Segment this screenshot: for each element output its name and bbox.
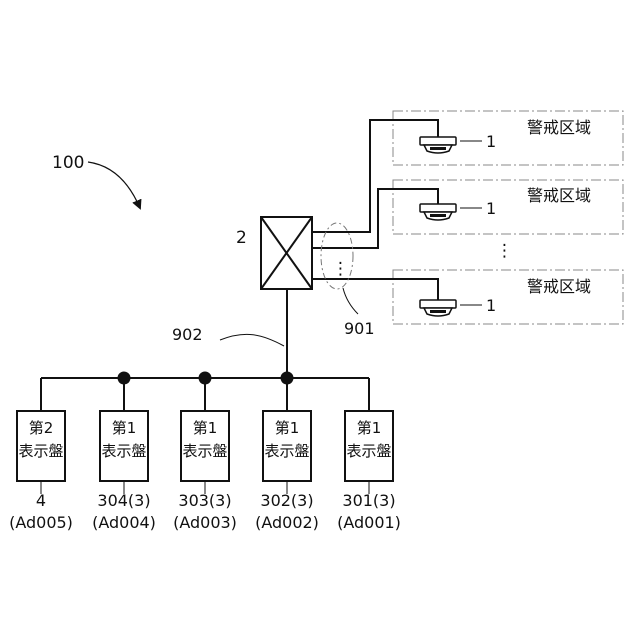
trunk-ref-label: 902 <box>172 325 203 344</box>
panel-line1: 第1 <box>112 419 137 437</box>
line-to-zone-2 <box>312 189 438 248</box>
panel-address-label: (Ad002) <box>255 513 319 532</box>
detector-3: 1 <box>420 296 496 316</box>
detector-1: 1 <box>420 132 496 153</box>
repeater-2 <box>261 217 312 289</box>
detector-body <box>420 137 456 145</box>
panel-address-label: (Ad001) <box>337 513 401 532</box>
panel-304: 第1 表示盤 304(3) (Ad004) <box>92 411 156 532</box>
panel-ref-label: 4 <box>36 491 46 510</box>
detector-body <box>420 204 456 212</box>
panel-ref-label: 303(3) <box>178 491 231 510</box>
panel-line2: 表示盤 <box>18 442 63 460</box>
panel-address-label: (Ad005) <box>9 513 73 532</box>
system-ref-arrow <box>88 162 140 208</box>
panel-301: 第1 表示盤 301(3) (Ad001) <box>337 411 401 532</box>
detector-ref-label: 1 <box>486 296 496 315</box>
panel-ref-label: 302(3) <box>260 491 313 510</box>
detector-2: 1 <box>420 199 496 220</box>
zones-ellipsis: ⋮ <box>496 241 513 261</box>
panel-line1: 第1 <box>357 419 382 437</box>
panel-4: 第2 表示盤 4 (Ad005) <box>9 411 73 532</box>
zone-label: 警戒区域 <box>527 118 591 137</box>
trunk-leader <box>220 334 284 346</box>
panel-line1: 第2 <box>29 419 54 437</box>
panel-line2: 表示盤 <box>101 442 146 460</box>
panel-address-label: (Ad003) <box>173 513 237 532</box>
bundle-ref-label: 901 <box>344 319 375 338</box>
panel-ref-label: 301(3) <box>342 491 395 510</box>
line-to-zone-3 <box>312 279 438 300</box>
detector-vent <box>430 147 446 150</box>
zone-label: 警戒区域 <box>527 186 591 205</box>
repeater-ref-label: 2 <box>236 228 247 248</box>
junction-dot <box>281 372 294 385</box>
panel-address-label: (Ad004) <box>92 513 156 532</box>
panel-line1: 第1 <box>193 419 218 437</box>
detector-vent <box>430 310 446 313</box>
detector-vent <box>430 214 446 217</box>
detector-ref-label: 1 <box>486 199 496 218</box>
panel-line1: 第1 <box>275 419 300 437</box>
panel-303: 第1 表示盤 303(3) (Ad003) <box>173 411 237 532</box>
bundle-leader <box>343 288 358 314</box>
panel-302: 第1 表示盤 302(3) (Ad002) <box>255 411 319 532</box>
detector-body <box>420 300 456 308</box>
system-ref-label: 100 <box>52 153 84 173</box>
panel-ref-label: 304(3) <box>97 491 150 510</box>
zone-label: 警戒区域 <box>527 277 591 296</box>
detector-ref-label: 1 <box>486 132 496 151</box>
lines-ellipsis: ⋮ <box>332 259 349 279</box>
line-to-zone-1 <box>312 120 438 232</box>
detector-lines <box>312 120 438 300</box>
panel-line2: 表示盤 <box>182 442 227 460</box>
junction-dot <box>199 372 212 385</box>
panel-line2: 表示盤 <box>264 442 309 460</box>
junction-dot <box>118 372 131 385</box>
panel-line2: 表示盤 <box>346 442 391 460</box>
